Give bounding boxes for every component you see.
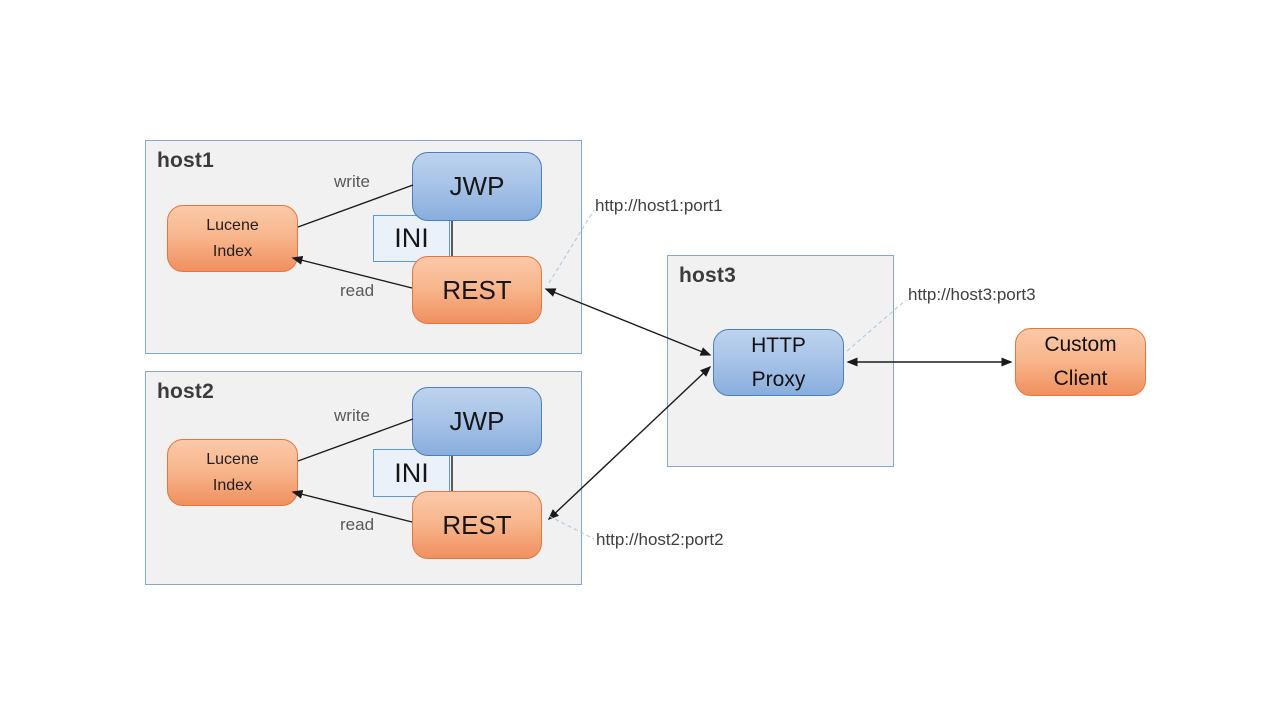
rest-node-host2: REST [412,491,542,559]
http-proxy-node: HTTP Proxy [713,329,844,396]
jwp-node-host2: JWP [412,387,542,456]
ini-node-host2: INI [373,449,450,497]
lucene-index-node-host1: Lucene Index [167,205,298,272]
jwp-node-host1: JWP [412,152,542,221]
write-label-host1: write [334,172,370,191]
rest-node-host1: REST [412,256,542,324]
host1-label: host1 [157,149,215,172]
host2-label: host2 [157,380,215,403]
read-label-host2: read [340,515,375,534]
host2-url-label: http://host2:port2 [596,530,724,549]
read-label-host1: read [340,281,375,300]
lucene-index-node-host2: Lucene Index [167,439,298,506]
ini-node-host1: INI [373,215,450,262]
custom-client-node: Custom Client [1015,328,1146,396]
host3-url-label: http://host3:port3 [908,285,1036,304]
write-label-host2: write [334,406,370,425]
host1-url-label: http://host1:port1 [595,196,723,215]
host3-label: host3 [679,264,737,287]
